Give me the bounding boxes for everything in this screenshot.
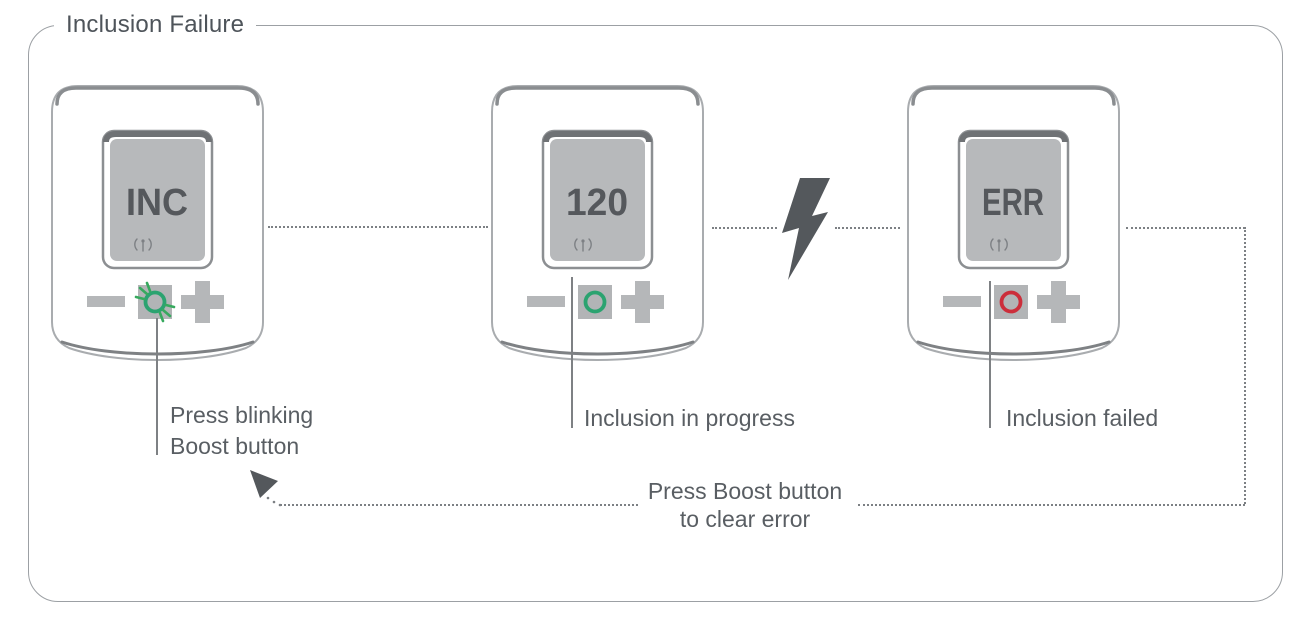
plus-button (621, 281, 664, 323)
caption-line: Inclusion in progress (584, 405, 795, 431)
caption-dev1: Press blinking Boost button (170, 400, 313, 462)
diagram-title: Inclusion Failure (54, 11, 257, 39)
blink-sparkle-icon (134, 281, 176, 323)
device-top-edge (55, 86, 260, 106)
connector-loop-right (858, 504, 1245, 506)
display-text: 120 (566, 182, 628, 224)
thermostat-inclusion-failed: ERR (906, 84, 1121, 364)
minus-button (87, 296, 125, 307)
display-screen (110, 139, 205, 261)
lightning-bolt-icon (778, 178, 834, 287)
thermostat-illustration: ERR (907, 85, 1120, 361)
device-bottom-seam (500, 340, 695, 356)
boost-button (994, 285, 1028, 319)
leader-line-dev1 (156, 318, 158, 455)
display-top-band (543, 131, 652, 143)
thermostat-inclusion-progress: 120 (490, 84, 705, 364)
boost-button-ring-icon (583, 290, 607, 314)
leader-line-dev3 (989, 281, 991, 428)
boost-button-ring-icon (999, 290, 1023, 314)
device-bottom-seam (916, 340, 1111, 356)
caption-line: Inclusion failed (1006, 405, 1159, 431)
device-top-edge (911, 86, 1116, 106)
device-top-edge (495, 86, 700, 106)
boost-button (578, 285, 612, 319)
leader-line-dev2 (571, 277, 573, 428)
connector-bolt-dev3 (835, 227, 900, 229)
connector-dev2-bolt (712, 227, 777, 229)
display-text: INC (126, 182, 188, 224)
connector-dev3-corner (1126, 227, 1245, 229)
loop-label-line: to clear error (679, 506, 811, 532)
device-bottom-seam (60, 340, 255, 356)
display-text: ERR (982, 182, 1044, 224)
thermostat-illustration: 120 (491, 85, 704, 361)
thermostat-inclusion-start: INC (50, 84, 265, 364)
caption-dev2: Inclusion in progress (584, 403, 795, 434)
loop-label-line: Press Boost button (647, 478, 843, 504)
connector-dev1-dev2 (268, 226, 488, 228)
display-screen (966, 139, 1061, 261)
connector-right-vertical (1244, 227, 1246, 504)
rf-signal-icon (134, 238, 152, 252)
boost-button-ring-icon (143, 290, 167, 314)
rf-signal-icon (574, 238, 592, 252)
caption-line: Boost button (170, 433, 300, 459)
display-top-band (103, 131, 212, 143)
thermostat-illustration: INC (51, 85, 264, 361)
display-screen (550, 139, 645, 261)
minus-button (943, 296, 981, 307)
minus-button (527, 296, 565, 307)
return-arrow-icon (246, 468, 290, 517)
caption-line: Press blinking (170, 402, 314, 428)
connector-loop-left (280, 504, 638, 506)
caption-dev3: Inclusion failed (1006, 403, 1158, 434)
display-top-band (959, 131, 1068, 143)
rf-signal-icon (990, 238, 1008, 252)
loop-label: Press Boost button to clear error (620, 477, 870, 533)
plus-button (1037, 281, 1080, 323)
diagram-frame (28, 25, 1283, 602)
plus-button (181, 281, 224, 323)
